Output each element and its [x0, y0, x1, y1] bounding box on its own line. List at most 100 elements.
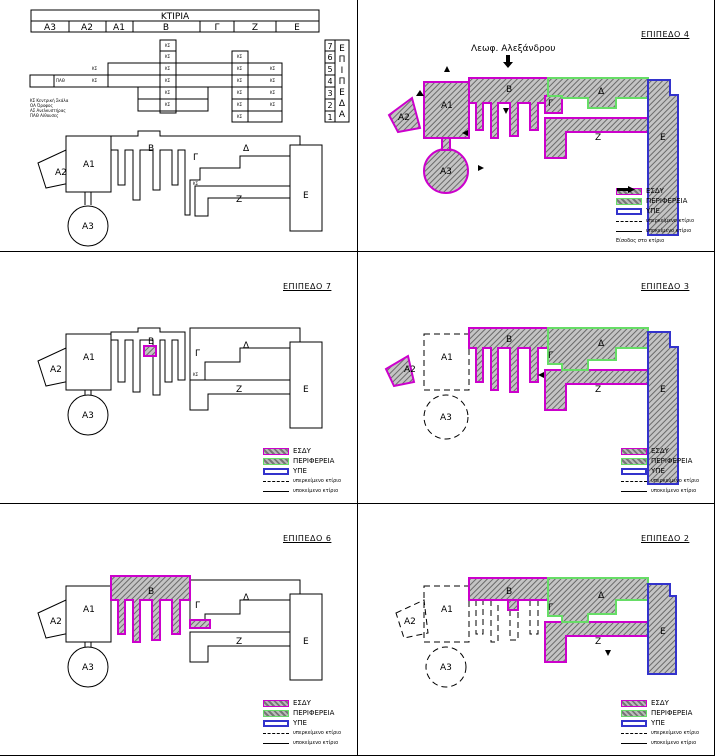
panel-level-3: ΕΠΙΠΕΔΟ 3 Α2 Α1: [358, 252, 715, 504]
key-drawing: ΚΤΙΡΙΑ Α3 Α2 Α1 Β Γ Ζ Ε: [29, 9, 350, 247]
svg-text:Β: Β: [148, 144, 154, 154]
svg-text:Ε: Ε: [660, 627, 666, 637]
plan-level-3: Α2 Α1 Α3 Β Γ Δ Ζ Ε: [384, 327, 679, 485]
svg-text:ΚΣ: ΚΣ: [165, 66, 171, 71]
panel-level-4: ΕΠΙΠΕΔΟ 4 Λεωφ. Αλεξάνδρου: [358, 0, 715, 252]
plan-level-4: Λεωφ. Αλεξάνδρου Α2 Α1 Α3 Β Γ Δ: [387, 44, 679, 236]
svg-text:Β: Β: [506, 587, 512, 597]
dashed-line-swatch: [616, 220, 642, 222]
svg-text:Ζ: Ζ: [236, 637, 242, 647]
svg-text:Α3: Α3: [82, 411, 94, 421]
svg-text:Α1: Α1: [83, 605, 95, 615]
svg-text:Δ: Δ: [598, 591, 605, 601]
panel-title: ΕΠΙΠΕΔΟ 4: [641, 30, 690, 39]
svg-text:ΚΣ: ΚΣ: [193, 181, 199, 186]
svg-text:Α3: Α3: [82, 663, 94, 673]
svg-text:Ε: Ε: [660, 385, 666, 395]
svg-text:ΚΣ Κεντρική Σκάλα: ΚΣ Κεντρική Σκάλα: [30, 98, 69, 103]
svg-text:ΚΣ: ΚΣ: [165, 102, 171, 107]
svg-text:Α2: Α2: [55, 168, 67, 178]
svg-text:4: 4: [327, 77, 332, 86]
svg-text:Α3: Α3: [440, 167, 452, 177]
panel-title: ΕΠΙΠΕΔΟ 3: [641, 282, 690, 291]
svg-text:Γ: Γ: [193, 153, 198, 163]
svg-text:ΚΣ: ΚΣ: [193, 372, 199, 377]
plan-level-7: Α2 Α1 Α3 Β Γ Δ Ζ Ε ΚΣ: [37, 327, 323, 436]
svg-text:Α2: Α2: [50, 617, 62, 627]
key-panel: ΚΤΙΡΙΑ Α3 Α2 Α1 Β Γ Ζ Ε: [0, 0, 358, 252]
legend-level-3: ΕΣΔΥ ΠΕΡΙΦΕΡΕΙΑ ΥΠΕ υπερκείμενο κτίριο υ…: [621, 446, 699, 496]
svg-text:Ζ: Ζ: [595, 637, 601, 647]
svg-text:Α1: Α1: [441, 353, 453, 363]
plan-level-2: Α2 Α1 Α3 Β Γ Δ Ζ Ε: [395, 577, 677, 688]
svg-text:Ε: Ε: [339, 44, 345, 54]
svg-text:Α1: Α1: [441, 101, 453, 111]
svg-text:Γ: Γ: [195, 601, 200, 611]
panel-title: ΕΠΙΠΕΔΟ 7: [283, 282, 332, 291]
key-notes: ΚΣ Κεντρική Σκάλα ΟΑ Όροφος ΑΣ Ανελκυστή…: [30, 98, 69, 118]
panel-level-7: ΕΠΙΠΕΔΟ 7 Α2 Α1 Α3 Β Γ: [0, 252, 358, 504]
svg-text:ΚΣ: ΚΣ: [237, 90, 243, 95]
periphery-swatch: [616, 197, 642, 205]
col-b: Β: [163, 23, 169, 33]
entrance-arrow-icon: [617, 186, 635, 193]
svg-text:2: 2: [327, 101, 332, 110]
svg-text:ΚΣ: ΚΣ: [165, 90, 171, 95]
svg-text:Π: Π: [339, 77, 346, 87]
svg-text:Α3: Α3: [440, 663, 452, 673]
svg-text:3: 3: [327, 89, 332, 98]
svg-text:ΚΣ: ΚΣ: [237, 66, 243, 71]
level-numbers: 7 6 5 4 3 2 1: [327, 42, 332, 122]
plan-level-6: Α2 Α1 Α3 Β Γ Δ Ζ Ε: [37, 575, 323, 688]
svg-text:Α3: Α3: [440, 413, 452, 423]
svg-text:ΚΣ: ΚΣ: [237, 78, 243, 83]
svg-text:Ε: Ε: [303, 385, 309, 395]
svg-text:Ι: Ι: [341, 66, 344, 76]
svg-text:Γ: Γ: [548, 603, 553, 613]
legend-level-6: ΕΣΔΥ ΠΕΡΙΦΕΡΕΙΑ ΥΠΕ υπερκείμενο κτίριο υ…: [263, 698, 341, 748]
svg-text:Α2: Α2: [398, 113, 410, 123]
svg-text:ΚΣ: ΚΣ: [92, 78, 98, 83]
svg-text:Γ: Γ: [548, 99, 553, 109]
svg-text:6: 6: [327, 53, 332, 62]
svg-text:ΟΑ Όροφος: ΟΑ Όροφος: [30, 103, 53, 108]
svg-text:Β: Β: [148, 587, 154, 597]
svg-text:Α1: Α1: [83, 160, 95, 170]
svg-text:Δ: Δ: [598, 339, 605, 349]
svg-text:Β: Β: [506, 85, 512, 95]
svg-text:ΚΣ: ΚΣ: [165, 54, 171, 59]
svg-text:Α2: Α2: [404, 365, 416, 375]
svg-text:Α1: Α1: [441, 605, 453, 615]
svg-text:Ε: Ε: [660, 133, 666, 143]
panel-level-6: ΕΠΙΠΕΔΟ 6 Α2 Α1 Α3: [0, 504, 358, 756]
svg-text:Ζ: Ζ: [595, 133, 601, 143]
svg-text:ΚΣ: ΚΣ: [237, 114, 243, 119]
legend-level-2: ΕΣΔΥ ΠΕΡΙΦΕΡΕΙΑ ΥΠΕ υπερκείμενο κτίριο υ…: [621, 698, 699, 748]
svg-text:Α: Α: [339, 110, 346, 120]
svg-text:ΚΣ: ΚΣ: [270, 90, 276, 95]
svg-text:ΚΣ: ΚΣ: [270, 102, 276, 107]
svg-text:ΠΑΘ Αίθουσες: ΠΑΘ Αίθουσες: [30, 113, 59, 118]
svg-text:Ζ: Ζ: [236, 385, 242, 395]
levels-vertical-label: Ε Π Ι Π Ε Δ Α: [339, 44, 346, 120]
svg-text:ΚΣ: ΚΣ: [165, 78, 171, 83]
svg-text:Δ: Δ: [243, 144, 250, 154]
key-plan: Α2 Α1 Α3 Β Γ Δ Ζ Ε ΚΣ: [37, 130, 323, 247]
col-a3: Α3: [44, 23, 56, 33]
ype-swatch: [616, 207, 642, 215]
svg-text:1: 1: [327, 113, 332, 122]
table-header: ΚΤΙΡΙΑ: [161, 12, 190, 22]
svg-text:Ε: Ε: [303, 191, 309, 201]
svg-text:ΑΣ Ανελκυστήρας: ΑΣ Ανελκυστήρας: [30, 108, 66, 113]
panel-level-2: ΕΠΙΠΕΔΟ 2: [358, 504, 715, 756]
legend-level-4: ΕΣΔΥ ΠΕΡΙΦΕΡΕΙΑ ΥΠΕ υπερκείμενο κτίριο υ…: [616, 186, 695, 244]
svg-text:ΠΑΘ: ΠΑΘ: [56, 78, 65, 83]
svg-text:Ζ: Ζ: [595, 385, 601, 395]
svg-text:Δ: Δ: [243, 593, 250, 603]
col-a1: Α1: [113, 23, 125, 33]
svg-text:Π: Π: [339, 55, 346, 65]
svg-text:ΚΣ: ΚΣ: [270, 66, 276, 71]
svg-text:ΚΣ: ΚΣ: [237, 102, 243, 107]
